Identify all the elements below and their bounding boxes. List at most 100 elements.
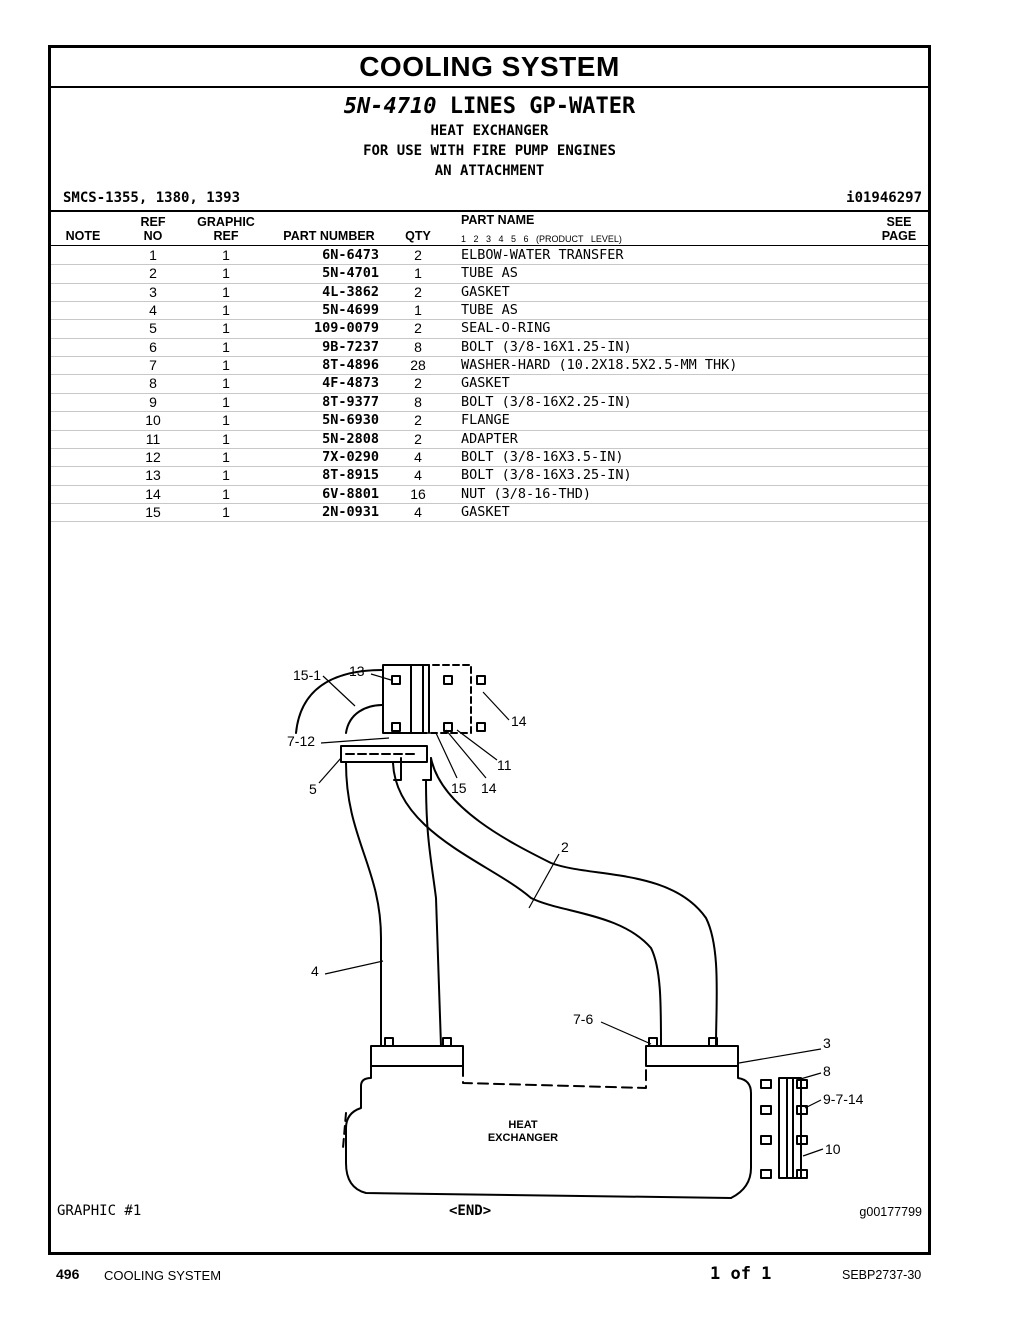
subtitle-3: AN ATTACHMENT [434,163,545,179]
col-product-level: 1 2 3 4 5 6 (PRODUCT LEVEL) [461,234,622,244]
parts-page-frame: COOLING SYSTEM 5N-4710 LINES GP-WATER HE… [48,45,931,1255]
col-qty: QTY [405,229,431,243]
callout-10: 10 [825,1141,841,1157]
side-flange-left [778,1077,788,1179]
part-number: 6V-8801 [322,485,379,502]
callout-15: 15 [451,780,467,796]
table-row: 3 1 4L-3862 2 GASKET [51,283,928,303]
graphic-ref: 1 [222,265,230,282]
part-name: WASHER-HARD (10.2X18.5X2.5-MM THK) [461,357,738,374]
quantity: 4 [414,448,422,465]
col-note: NOTE [65,229,101,243]
part-number: 109-0079 [313,320,379,337]
ref-no: 15 [145,503,161,520]
document-id: SEBP2737-30 [842,1268,922,1282]
footer-section: COOLING SYSTEM [104,1268,222,1283]
part-number: 5N-2808 [322,430,379,447]
nut [796,1169,808,1179]
part-name: BOLT (3/8-16X3.5-IN) [461,448,624,465]
col-graphic-top: GRAPHIC [197,215,255,229]
leader-7-6 [600,1021,652,1045]
leader-5 [318,757,342,784]
graphic-ref: 1 [222,302,230,319]
graphic-ref: 1 [222,393,230,410]
part-number: 8T-9377 [322,393,379,410]
tube-4-inner [425,779,442,1047]
graphic-ref: 1 [222,247,230,263]
part-name: GASKET [461,283,510,300]
graphic-ref: 1 [222,412,230,429]
graphic-ref: 1 [222,283,230,300]
quantity: 4 [414,503,422,520]
leader-10 [802,1148,824,1157]
col-see-top: SEE [886,215,912,229]
tube-2-outer [392,762,662,1047]
quantity: 2 [414,375,422,392]
ref-no: 14 [145,485,161,502]
gasket-stack [410,664,424,734]
graphic-ref: 1 [222,375,230,392]
ref-no: 10 [145,412,161,429]
callout-9-7-14: 9-7-14 [823,1091,864,1107]
callout-8: 8 [823,1063,831,1079]
leader-11 [456,729,498,761]
callout-5: 5 [309,781,317,797]
leader-15-1 [322,675,356,707]
exchanger-label: EXCHANGER [488,1132,558,1144]
smcs-codes: SMCS-1355, 1380, 1393 [63,190,241,206]
elbow-outer [295,669,384,734]
part-name: FLANGE [461,412,510,429]
part-name: ELBOW-WATER TRANSFER [461,247,624,263]
bolt-head [760,1169,772,1179]
part-name: TUBE AS [461,302,518,319]
col-part-number: PART NUMBER [283,229,375,243]
bolt-head [760,1079,772,1089]
nut [476,722,486,732]
bolt-head [760,1135,772,1145]
leader-15 [435,732,458,779]
part-name: NUT (3/8-16-THD) [461,485,592,502]
quantity: 2 [414,412,422,429]
adapter-right [422,664,472,734]
ref-no: 3 [149,283,157,300]
heat-exchanger-top-edge [462,1065,647,1089]
nut [796,1105,808,1115]
end-marker: <END> [449,1203,492,1219]
parts-illustration: 15-1 13 14 7-12 11 5 15 14 2 4 7-6 3 8 9… [231,608,911,1208]
page-number: 496 [56,1266,80,1282]
flange-right [645,1045,739,1067]
quantity: 16 [410,485,426,502]
graphic-ref: 1 [222,448,230,465]
quantity: 4 [414,467,422,484]
part-number: 9B-7237 [322,338,379,355]
graphic-ref: 1 [222,503,230,520]
bolt-head [443,675,453,685]
part-number: 7X-0290 [322,448,379,465]
callout-13: 13 [349,663,365,679]
graphic-ref: 1 [222,467,230,484]
col-part-name: PART NAME [461,213,535,227]
bolt-head [391,675,401,685]
quantity: 2 [414,283,422,300]
page-of: 1 of 1 [710,1264,772,1284]
table-header-rule [51,245,928,246]
part-number: 8T-8915 [322,467,379,484]
quantity: 8 [414,338,422,355]
leader-8 [796,1072,822,1081]
part-number: 5N-6930 [322,412,379,429]
ref-no: 13 [145,467,161,484]
elbow-inner [345,704,384,734]
part-number: 6N-6473 [322,247,379,263]
graphic-id: g00177799 [859,1205,922,1219]
leader-14-top [482,691,510,721]
leader-2 [528,853,560,909]
part-number: 4L-3862 [322,283,379,300]
